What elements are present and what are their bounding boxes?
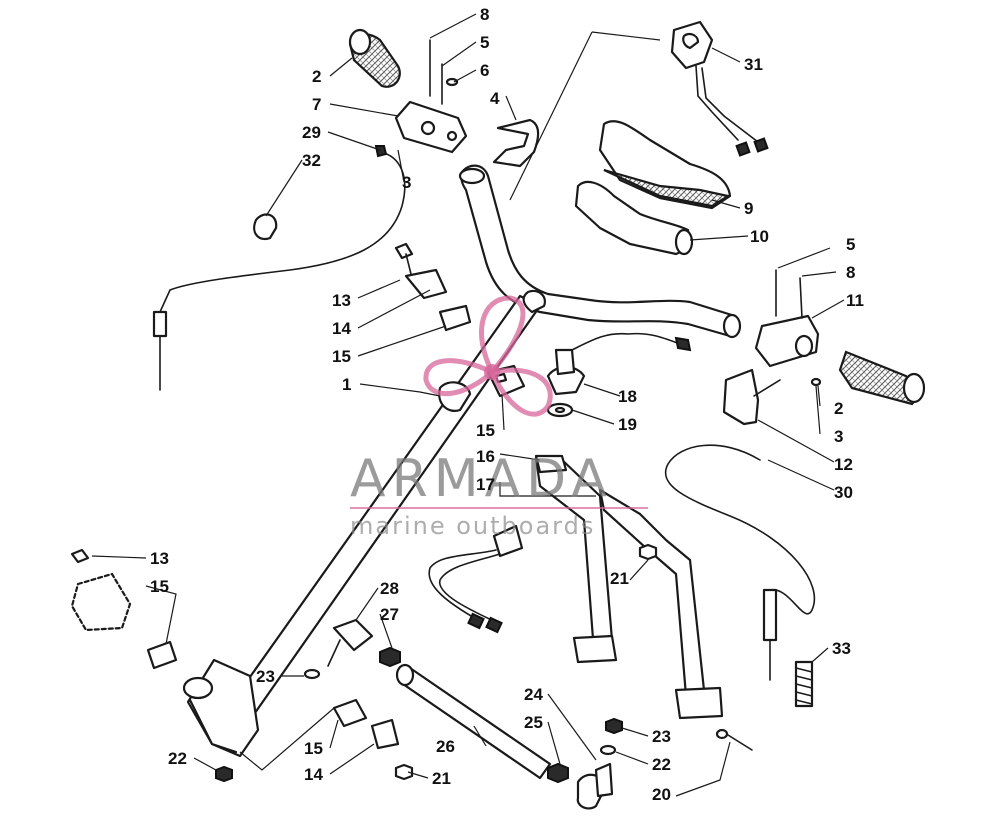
callout-28: 28 [380,579,399,598]
callout-6: 6 [480,61,489,80]
callout-24: 24 [524,685,543,704]
callout-22: 22 [168,749,187,768]
callout-23: 23 [652,727,671,746]
wiring-harness [428,524,524,634]
callout-4: 4 [490,89,500,108]
hardware [70,242,814,783]
callout-31: 31 [744,55,763,74]
brake-cable [664,444,816,681]
callout-14: 14 [304,765,323,784]
callout-14: 14 [332,319,351,338]
callout-5: 5 [480,33,489,52]
callout-labels: 8 5 6 2 4 7 29 32 3 31 9 10 5 8 11 13 14… [150,5,864,804]
propeller-icon [423,295,553,417]
callout-2: 2 [312,67,321,86]
callout-27: 27 [380,605,399,624]
cable-clip [253,213,278,241]
right-grip [838,350,926,406]
callout-8: 8 [846,263,855,282]
callout-19: 19 [618,415,637,434]
callout-18: 18 [618,387,637,406]
leader-lines [91,13,845,797]
callout-9: 9 [744,199,753,218]
throttle-cable [152,145,406,391]
callout-13: 13 [150,549,169,568]
handlebar-pad-foam [574,180,694,256]
callout-30: 30 [834,483,853,502]
callout-29: 29 [302,123,321,142]
callout-23: 23 [256,667,275,686]
callout-21: 21 [610,569,629,588]
brake-lever [722,368,781,426]
watermark-brand: ARMADA [350,449,613,509]
callout-8: 8 [480,5,489,24]
tie-rod [379,646,614,810]
callout-16: 16 [476,447,495,466]
callout-22: 22 [652,755,671,774]
callout-15: 15 [332,347,351,366]
throttle-lever [492,118,540,168]
callout-21: 21 [432,769,451,788]
callout-25: 25 [524,713,543,732]
support-bracket [534,454,724,720]
callout-32: 32 [302,151,321,170]
handlebar-pad-cover [598,120,732,210]
callout-13: 13 [332,291,351,310]
callout-15: 15 [304,739,323,758]
callout-2: 2 [834,399,843,418]
callout-7: 7 [312,95,321,114]
watermark-logo: ARMADA marine outboards [350,295,648,540]
callout-15: 15 [150,577,169,596]
callout-12: 12 [834,455,853,474]
callout-17: 17 [476,475,495,494]
callout-33: 33 [832,639,851,658]
watermark-tagline: marine outboards [350,512,595,540]
throttle-housing-left [394,39,468,154]
handle-switch [670,20,769,157]
left-grip [348,28,401,88]
callout-10: 10 [750,227,769,246]
callout-5: 5 [846,235,855,254]
callout-26: 26 [436,737,455,756]
callout-15: 15 [476,421,495,440]
callout-3: 3 [402,173,411,192]
callout-20: 20 [652,785,671,804]
stop-switch [546,332,692,418]
callout-11: 11 [846,291,864,310]
callout-1: 1 [342,375,351,394]
callout-3: 3 [834,427,843,446]
throttle-housing-right [754,269,822,387]
